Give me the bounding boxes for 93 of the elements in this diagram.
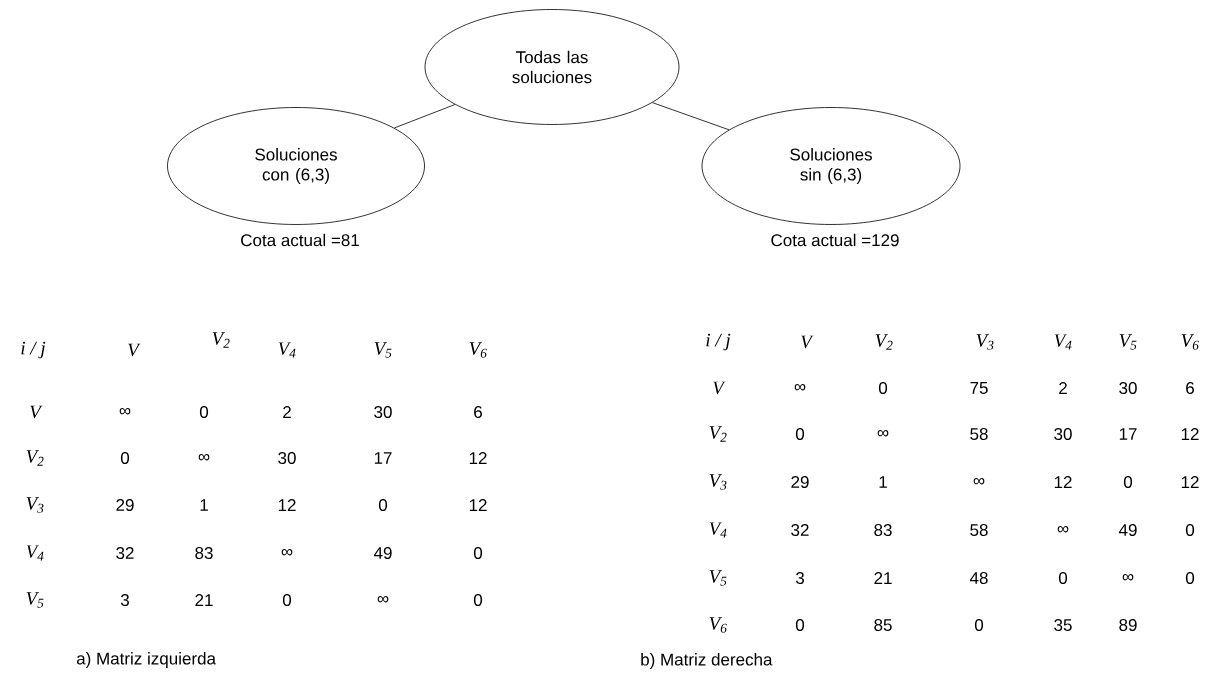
matrix-value: ∞ (119, 407, 131, 415)
matrix-value: 30 (1119, 382, 1137, 394)
header-label: V$_{5}$ (1119, 334, 1137, 350)
header-label: V$_{2}$ (26, 450, 44, 466)
matrix-value: 3 (795, 572, 804, 584)
matrix-value: 58 (970, 428, 988, 440)
matrix-value: 32 (116, 547, 134, 559)
header-label: V$_{6}$ (469, 342, 487, 358)
matrix-value: 75 (970, 382, 988, 394)
matrix-value: 83 (195, 547, 213, 559)
ellipse-node: Soluciones sin (6,3) (701, 107, 961, 225)
matrix-value: 21 (195, 594, 213, 606)
matrix-value: 0 (282, 594, 292, 606)
matrix-value: 49 (1118, 524, 1137, 536)
matrix-value: 30 (374, 406, 392, 418)
matrix-value: 12 (1054, 476, 1072, 488)
matrix-value: 12 (469, 499, 487, 511)
matrix-value: 12 (278, 499, 296, 511)
matrix-value: ∞ (973, 477, 985, 485)
matrix-value: 0 (1123, 476, 1133, 488)
matrix-value: 12 (1181, 476, 1199, 488)
matrix-value: 1 (879, 476, 887, 488)
matrix-value: ∞ (794, 383, 806, 391)
header-label: V$_{6}$ (1181, 334, 1199, 350)
matrix-value: 2 (1059, 382, 1067, 394)
header-label: V$_{4}$ (278, 342, 296, 358)
matrix-value: 29 (116, 499, 134, 511)
matrix-value: 0 (120, 452, 130, 464)
matrix-value: 0 (473, 594, 483, 606)
matrix-value: 89 (1119, 619, 1137, 631)
matrix-value: 0 (878, 382, 888, 394)
matrix-value: 32 (791, 524, 809, 536)
matrix-value: 2 (283, 406, 291, 418)
matrix-value: ∞ (1057, 525, 1069, 533)
matrix-value: 0 (1058, 572, 1068, 584)
header-label: i / j (21, 341, 46, 359)
matrix-value: 48 (969, 572, 988, 584)
matrix-value: ∞ (877, 429, 889, 437)
matrix-value: 12 (469, 452, 487, 464)
matrix-value: 21 (874, 572, 892, 584)
header-label: V$_{5}$ (374, 342, 392, 358)
header-label: V (30, 405, 43, 419)
matrix-value: 35 (1054, 619, 1072, 631)
matrix-value: ∞ (198, 453, 210, 461)
matrix-value: 0 (378, 499, 388, 511)
matrix-value: ∞ (1122, 573, 1134, 581)
matrix-value: 6 (1186, 382, 1194, 394)
matrix-value: 30 (278, 452, 296, 464)
matrix-value: 0 (199, 406, 209, 418)
header-label: V$_{3}$ (976, 334, 994, 350)
matrix-value: 3 (120, 594, 129, 606)
header-label: V (713, 381, 726, 395)
matrix-caption: b) Matriz derecha (641, 653, 773, 669)
caption-text: Cota actual =129 (771, 233, 899, 247)
header-label: V$_{2}$ (709, 426, 727, 442)
matrix-value: 0 (795, 428, 805, 440)
header-label: V$_{4}$ (26, 545, 44, 561)
header-label: V$_{2}$ (212, 332, 230, 348)
ellipse-node: Soluciones con (6,3) (167, 107, 425, 225)
matrix-value: 0 (1185, 572, 1195, 584)
matrix-value: 29 (791, 476, 809, 488)
header-label: i / j (706, 333, 731, 351)
caption-text: Cota actual =81 (241, 233, 359, 247)
matrix-value: 12 (1181, 428, 1199, 440)
header-label: V$_{4}$ (1054, 334, 1072, 350)
connector-line (652, 102, 730, 131)
matrix-value: 0 (1185, 524, 1195, 536)
header-label: V$_{5}$ (26, 592, 44, 608)
ellipse-node: Todas las soluciones (424, 9, 680, 125)
matrix-value: ∞ (377, 595, 389, 603)
header-label: V$_{3}$ (709, 474, 727, 490)
matrix-value: 17 (1119, 428, 1137, 440)
matrix-value: 0 (974, 619, 984, 631)
matrix-value: ∞ (281, 548, 293, 556)
header-label: V (801, 335, 814, 349)
header-label: V$_{6}$ (709, 617, 727, 633)
header-label: V (128, 343, 141, 357)
matrix-caption: a) Matriz izquierda (76, 652, 216, 668)
matrix-value: 17 (374, 452, 392, 464)
matrix-value: 1 (200, 499, 208, 511)
matrix-value: 0 (795, 619, 805, 631)
header-label: V$_{5}$ (709, 570, 727, 586)
header-label: V$_{3}$ (26, 497, 44, 513)
connector-line (394, 104, 456, 129)
matrix-value: 49 (373, 547, 392, 559)
header-label: V$_{4}$ (709, 522, 727, 538)
matrix-value: 85 (874, 619, 892, 631)
matrix-value: 83 (874, 524, 892, 536)
matrix-value: 6 (474, 406, 482, 418)
header-label: V$_{2}$ (875, 334, 893, 350)
matrix-value: 58 (970, 524, 988, 536)
matrix-value: 0 (473, 547, 483, 559)
matrix-value: 30 (1054, 428, 1072, 440)
